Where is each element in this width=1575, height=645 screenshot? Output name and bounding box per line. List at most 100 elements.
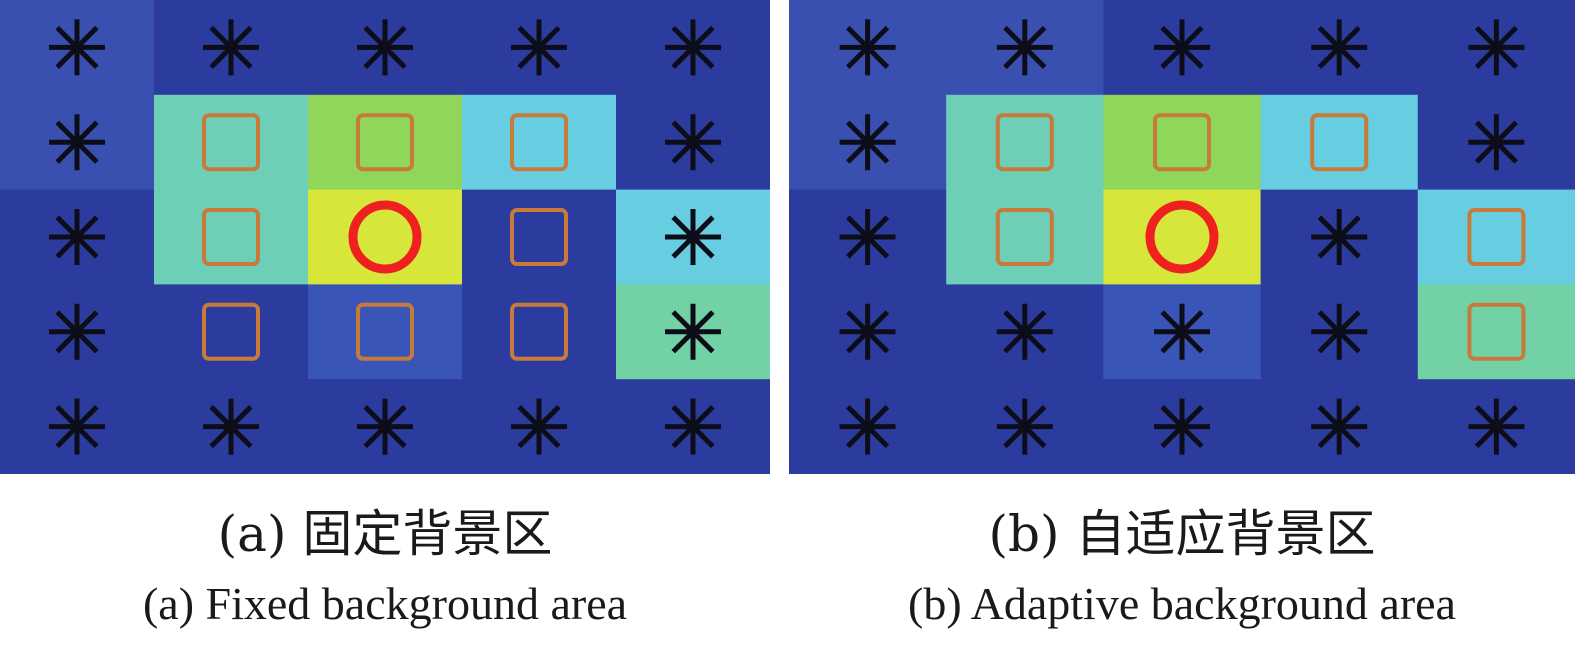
cell-background	[308, 284, 463, 380]
asterisk-icon	[1154, 19, 1210, 76]
cell-background	[154, 94, 309, 191]
asterisk-icon	[996, 398, 1053, 455]
grid-cell	[462, 189, 617, 285]
asterisk-icon	[665, 209, 721, 265]
grid-cell	[154, 94, 309, 191]
cell-background	[1417, 284, 1575, 380]
asterisk-icon	[1311, 19, 1368, 76]
grid-cell	[1417, 0, 1575, 96]
cell-background	[1417, 189, 1575, 285]
asterisk-icon	[839, 303, 896, 360]
cell-background	[946, 189, 1104, 285]
grid-cell	[462, 0, 617, 96]
grid-cell	[1260, 379, 1419, 474]
circle-marker-icon	[1145, 200, 1219, 274]
grid-cell	[1260, 189, 1419, 285]
asterisk-icon	[839, 209, 896, 265]
grid-cell	[308, 379, 463, 474]
cell-background	[462, 189, 617, 285]
asterisk-icon	[996, 19, 1053, 76]
grid-adaptive-background	[789, 0, 1575, 474]
square-marker-icon	[202, 302, 260, 361]
grid-cell	[946, 379, 1104, 474]
asterisk-icon	[1154, 303, 1210, 360]
cell-background	[308, 94, 463, 191]
square-marker-icon	[202, 113, 260, 172]
square-marker-icon	[510, 302, 568, 361]
asterisk-icon	[49, 114, 105, 171]
grid-cell	[946, 94, 1104, 191]
grid-cell	[1417, 94, 1575, 191]
asterisk-icon	[996, 303, 1053, 360]
grid-cell	[462, 379, 617, 474]
caption-en-adaptive: (b) Adaptive background area	[908, 578, 1456, 629]
square-marker-icon	[1310, 113, 1369, 172]
asterisk-icon	[511, 398, 567, 455]
asterisk-icon	[1311, 209, 1368, 265]
caption-cn-adaptive: (b) 自适应背景区	[988, 505, 1376, 563]
asterisk-icon	[1311, 398, 1368, 455]
grid-cell	[0, 379, 155, 474]
circle-marker-icon	[348, 200, 422, 274]
grid-cell	[789, 284, 947, 380]
asterisk-icon	[665, 398, 721, 455]
grid-cell	[308, 189, 463, 285]
grid-cell	[308, 284, 463, 380]
caption-cn-fixed: (a) 固定背景区	[217, 505, 553, 563]
grid-cell	[0, 189, 155, 285]
grid-cell	[1417, 189, 1575, 285]
grid-fixed-background	[0, 0, 770, 474]
grid-cell	[154, 0, 309, 96]
asterisk-icon	[357, 398, 413, 455]
asterisk-icon	[1468, 398, 1525, 455]
asterisk-icon	[839, 398, 896, 455]
grid-cell	[154, 379, 309, 474]
grid-cell	[1103, 379, 1262, 474]
grid-cell	[1103, 189, 1262, 285]
asterisk-icon	[665, 19, 721, 76]
square-marker-icon	[995, 113, 1054, 172]
grid-cell	[946, 0, 1104, 96]
grid-cell	[1103, 94, 1262, 191]
square-marker-icon	[356, 113, 414, 172]
square-marker-icon	[510, 208, 568, 266]
grid-cell	[1103, 0, 1262, 96]
grid-cell	[1260, 94, 1419, 191]
asterisk-icon	[357, 19, 413, 76]
grid-cell	[1103, 284, 1262, 380]
grid-cell	[789, 94, 947, 191]
square-marker-icon	[202, 208, 260, 266]
grid-cell	[1260, 0, 1419, 96]
grid-cell	[1260, 284, 1419, 380]
asterisk-icon	[1154, 398, 1210, 455]
cell-background	[1260, 94, 1419, 191]
square-marker-icon	[1467, 208, 1526, 266]
grid-cell	[1417, 379, 1575, 474]
grid-cell	[1417, 284, 1575, 380]
grid-cell	[616, 189, 770, 285]
grid-cell	[462, 284, 617, 380]
grid-cell	[946, 189, 1104, 285]
panel-fixed-background: (a) 固定背景区 (a) Fixed background area	[0, 0, 770, 629]
square-marker-icon	[510, 113, 568, 172]
cell-background	[462, 284, 617, 380]
grid-cell	[789, 189, 947, 285]
asterisk-icon	[49, 209, 105, 265]
square-marker-icon	[1467, 302, 1526, 361]
asterisk-icon	[49, 398, 105, 455]
grid-cell	[0, 94, 155, 191]
asterisk-icon	[203, 19, 259, 76]
grid-cell	[616, 379, 770, 474]
asterisk-icon	[839, 19, 896, 76]
asterisk-icon	[1468, 19, 1525, 76]
asterisk-icon	[511, 19, 567, 76]
grid-cell	[462, 94, 617, 191]
grid-cell	[789, 0, 947, 96]
asterisk-icon	[1311, 303, 1368, 360]
asterisk-icon	[203, 398, 259, 455]
cell-background	[462, 94, 617, 191]
grid-cell	[616, 284, 770, 380]
grid-cell	[616, 94, 770, 191]
grid-cell	[308, 94, 463, 191]
cell-background	[154, 189, 309, 285]
